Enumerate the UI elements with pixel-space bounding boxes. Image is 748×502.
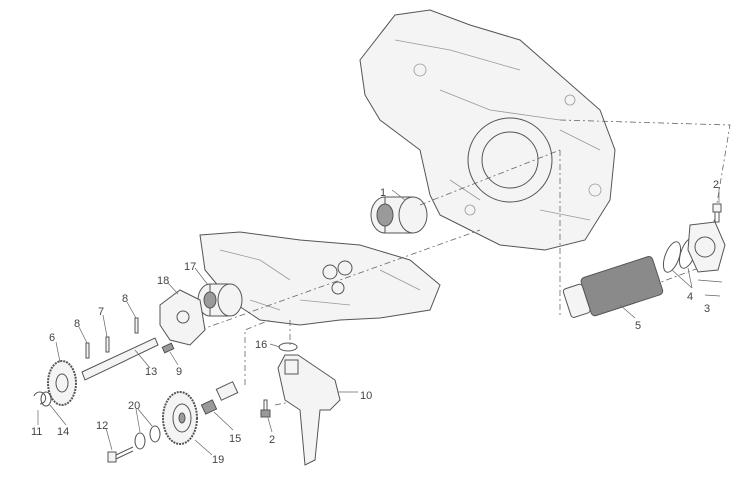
part-2-screw-top bbox=[712, 203, 722, 223]
callout-20: 20 bbox=[128, 400, 140, 412]
callout-16: 16 bbox=[255, 339, 267, 351]
crankcase-upper bbox=[359, 9, 616, 251]
callout-7: 7 bbox=[98, 306, 104, 318]
callout-1: 1 bbox=[380, 187, 386, 199]
part-6-gear bbox=[47, 360, 77, 406]
part-20-washer-b bbox=[134, 432, 146, 450]
callout-11: 11 bbox=[31, 426, 42, 438]
callout-2-top: 2 bbox=[713, 179, 719, 191]
part-14-washer bbox=[40, 391, 52, 407]
callout-3: 3 bbox=[704, 303, 710, 315]
callout-4: 4 bbox=[687, 291, 693, 303]
part-2-screw-lower bbox=[260, 399, 271, 418]
callout-15: 15 bbox=[229, 433, 241, 445]
part-5-oil-filter bbox=[562, 256, 664, 318]
part-15-spring bbox=[200, 399, 218, 415]
callout-2-lower: 2 bbox=[269, 434, 275, 446]
part-17-pump-body bbox=[197, 283, 243, 317]
part-19-gear bbox=[162, 391, 198, 445]
part-1-pump-rotor bbox=[370, 196, 428, 234]
callout-5: 5 bbox=[635, 320, 641, 332]
part-18-pump-cover bbox=[159, 289, 206, 346]
part-10-pickup-cover bbox=[277, 354, 341, 466]
callout-6: 6 bbox=[49, 332, 55, 344]
part-9-screw bbox=[161, 342, 175, 354]
callout-12: 12 bbox=[96, 420, 108, 432]
callout-19: 19 bbox=[212, 454, 224, 466]
leader-lines bbox=[37, 187, 723, 456]
callout-8b: 8 bbox=[122, 293, 128, 305]
callout-8a: 8 bbox=[74, 318, 80, 330]
part-3-filter-cover bbox=[687, 221, 726, 273]
part-12-bolt bbox=[107, 446, 134, 463]
part-20-washer-a bbox=[149, 425, 161, 443]
part-13-shaft bbox=[81, 337, 159, 381]
callout-14: 14 bbox=[57, 426, 69, 438]
callout-9: 9 bbox=[176, 366, 182, 378]
callout-13: 13 bbox=[145, 366, 157, 378]
callout-18: 18 bbox=[157, 275, 169, 287]
part-16-o-ring bbox=[278, 342, 298, 352]
part-11-circlip bbox=[33, 391, 47, 405]
parts-7-8-pins bbox=[85, 317, 139, 359]
bushing bbox=[215, 381, 239, 401]
callout-10: 10 bbox=[360, 390, 372, 402]
callout-17: 17 bbox=[184, 261, 196, 273]
